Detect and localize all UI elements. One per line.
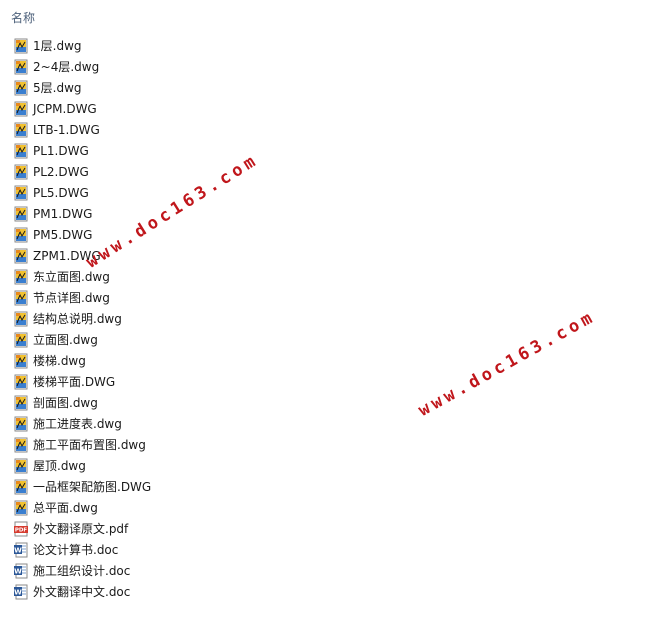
file-name: 总平面.dwg xyxy=(33,501,98,515)
dwg-file-icon xyxy=(13,437,29,453)
file-item[interactable]: 5层.dwg xyxy=(13,77,151,98)
file-item[interactable]: 结构总说明.dwg xyxy=(13,308,151,329)
file-item[interactable]: W 施工组织设计.doc xyxy=(13,560,151,581)
file-item[interactable]: PDF 外文翻译原文.pdf xyxy=(13,518,151,539)
file-item[interactable]: 屋顶.dwg xyxy=(13,455,151,476)
dwg-file-icon xyxy=(13,38,29,54)
dwg-file-icon xyxy=(13,374,29,390)
file-name: 屋顶.dwg xyxy=(33,459,86,473)
file-name: 结构总说明.dwg xyxy=(33,312,122,326)
file-name: 施工组织设计.doc xyxy=(33,564,131,578)
file-name: 施工平面布置图.dwg xyxy=(33,438,146,452)
file-name: 外文翻译中文.doc xyxy=(33,585,131,599)
svg-text:W: W xyxy=(14,588,22,596)
file-item[interactable]: JCPM.DWG xyxy=(13,98,151,119)
svg-text:W: W xyxy=(14,567,22,575)
file-name: 施工进度表.dwg xyxy=(33,417,122,431)
dwg-file-icon xyxy=(13,122,29,138)
file-name: ZPM1.DWG xyxy=(33,248,101,263)
file-item[interactable]: 2~4层.dwg xyxy=(13,56,151,77)
dwg-file-icon xyxy=(13,479,29,495)
file-item[interactable]: ZPM1.DWG xyxy=(13,245,151,266)
word-doc-icon: W xyxy=(13,542,29,558)
file-item[interactable]: 节点详图.dwg xyxy=(13,287,151,308)
file-item[interactable]: W 论文计算书.doc xyxy=(13,539,151,560)
file-name: PL2.DWG xyxy=(33,164,89,179)
dwg-file-icon xyxy=(13,311,29,327)
file-name: 剖面图.dwg xyxy=(33,396,98,410)
file-item[interactable]: 楼梯平面.DWG xyxy=(13,371,151,392)
file-item[interactable]: 1层.dwg xyxy=(13,35,151,56)
dwg-file-icon xyxy=(13,332,29,348)
file-name: 东立面图.dwg xyxy=(33,270,110,284)
file-name: JCPM.DWG xyxy=(33,101,97,116)
file-item[interactable]: LTB-1.DWG xyxy=(13,119,151,140)
file-item[interactable]: 剖面图.dwg xyxy=(13,392,151,413)
dwg-file-icon xyxy=(13,269,29,285)
file-name: 一品框架配筋图.DWG xyxy=(33,480,152,494)
dwg-file-icon xyxy=(13,248,29,264)
word-doc-icon: W xyxy=(13,563,29,579)
file-item[interactable]: 施工平面布置图.dwg xyxy=(13,434,151,455)
file-item[interactable]: PL2.DWG xyxy=(13,161,151,182)
file-name: PM1.DWG xyxy=(33,206,93,221)
file-item[interactable]: W 外文翻译中文.doc xyxy=(13,581,151,602)
file-name: 外文翻译原文.pdf xyxy=(33,522,129,536)
file-item[interactable]: PL1.DWG xyxy=(13,140,151,161)
dwg-file-icon xyxy=(13,59,29,75)
file-name: 1层.dwg xyxy=(33,39,82,53)
file-name: 2~4层.dwg xyxy=(33,60,100,74)
dwg-file-icon xyxy=(13,80,29,96)
dwg-file-icon xyxy=(13,101,29,117)
file-name: 楼梯平面.DWG xyxy=(33,375,116,389)
word-doc-icon: W xyxy=(13,584,29,600)
file-item[interactable]: PM1.DWG xyxy=(13,203,151,224)
watermark-text: www.doc163.com xyxy=(415,306,600,421)
dwg-file-icon xyxy=(13,500,29,516)
pdf-file-icon: PDF xyxy=(13,521,29,537)
file-item[interactable]: 一品框架配筋图.DWG xyxy=(13,476,151,497)
svg-text:W: W xyxy=(14,546,22,554)
file-name: LTB-1.DWG xyxy=(33,122,100,137)
file-item[interactable]: PL5.DWG xyxy=(13,182,151,203)
svg-text:PDF: PDF xyxy=(15,527,28,533)
dwg-file-icon xyxy=(13,290,29,306)
file-name: 节点详图.dwg xyxy=(33,291,110,305)
file-item[interactable]: 总平面.dwg xyxy=(13,497,151,518)
file-name: PM5.DWG xyxy=(33,227,93,242)
file-item[interactable]: PM5.DWG xyxy=(13,224,151,245)
file-item[interactable]: 施工进度表.dwg xyxy=(13,413,151,434)
dwg-file-icon xyxy=(13,206,29,222)
dwg-file-icon xyxy=(13,395,29,411)
file-name: PL5.DWG xyxy=(33,185,89,200)
name-column-header[interactable]: 名称 xyxy=(11,11,36,25)
file-item[interactable]: 东立面图.dwg xyxy=(13,266,151,287)
dwg-file-icon xyxy=(13,416,29,432)
file-name: PL1.DWG xyxy=(33,143,89,158)
dwg-file-icon xyxy=(13,143,29,159)
dwg-file-icon xyxy=(13,164,29,180)
file-name: 5层.dwg xyxy=(33,81,82,95)
file-name: 立面图.dwg xyxy=(33,333,98,347)
file-name: 楼梯.dwg xyxy=(33,354,86,368)
file-item[interactable]: 立面图.dwg xyxy=(13,329,151,350)
dwg-file-icon xyxy=(13,227,29,243)
dwg-file-icon xyxy=(13,458,29,474)
file-name: 论文计算书.doc xyxy=(33,543,119,557)
file-item[interactable]: 楼梯.dwg xyxy=(13,350,151,371)
dwg-file-icon xyxy=(13,185,29,201)
dwg-file-icon xyxy=(13,353,29,369)
